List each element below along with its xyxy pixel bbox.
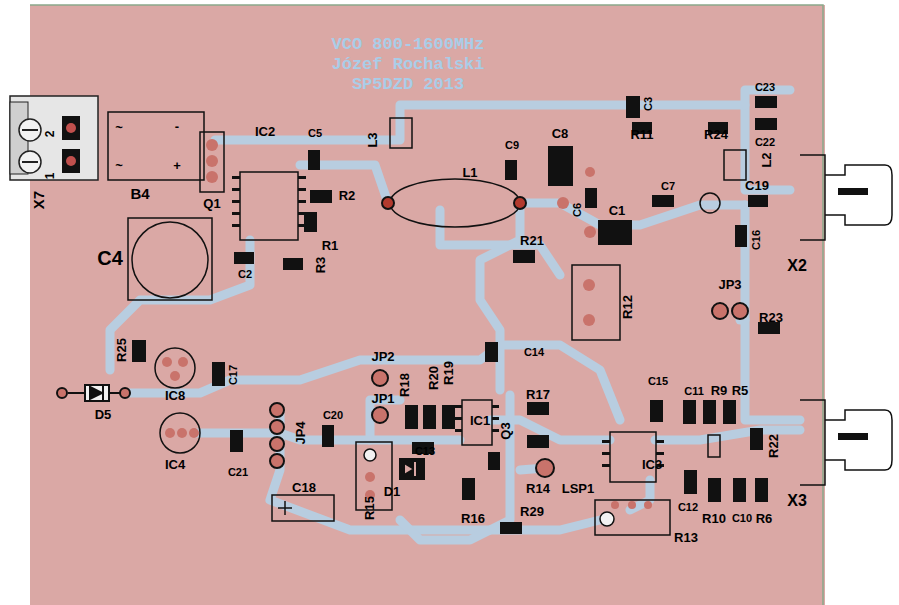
part-designator: X2 — [787, 258, 807, 274]
part-designator: R6 — [756, 512, 773, 525]
through-hole-pads — [57, 139, 748, 526]
part-designator: Q1 — [203, 197, 220, 210]
part-designator: C8 — [552, 127, 569, 140]
part-designator: D5 — [95, 408, 112, 421]
terminal-block-x7 — [10, 96, 98, 180]
smd-pads — [132, 96, 868, 534]
part-designator: R29 — [520, 505, 544, 518]
part-designator: R16 — [461, 512, 485, 525]
part-designator: C15 — [648, 376, 668, 387]
part-designator: C11 — [684, 386, 704, 397]
part-designator: JP1 — [371, 392, 394, 405]
part-designator: IC8 — [165, 389, 185, 402]
part-designator: JP4 — [294, 421, 307, 444]
part-designator: R15 — [363, 496, 376, 520]
part-designator: R9 — [711, 384, 728, 397]
part-designator: R2 — [339, 189, 356, 202]
part-designator: C23 — [755, 82, 775, 93]
board-title: VCO 800-1600MHz — [331, 36, 484, 53]
part-designator: 1 — [44, 173, 56, 180]
part-designator: R17 — [526, 388, 550, 401]
part-designator: R10 — [702, 512, 726, 525]
part-designator: R21 — [520, 234, 544, 247]
part-designator: R20 — [427, 366, 440, 390]
part-designator: R5 — [732, 384, 749, 397]
part-designator: B4 — [130, 186, 149, 201]
part-designator: D1 — [384, 485, 401, 498]
part-designator: R3 — [314, 257, 327, 274]
part-designator: IC1 — [470, 414, 490, 427]
part-designator: LSP1 — [562, 482, 595, 495]
part-designator: L3 — [366, 132, 379, 147]
part-designator: C21 — [228, 467, 248, 478]
part-designator: IC4 — [165, 458, 185, 471]
part-designator: JP3 — [718, 278, 741, 291]
board-ground — [30, 5, 825, 605]
part-designator: C19 — [745, 179, 769, 192]
part-designator: C9 — [505, 140, 519, 151]
part-designator: Q3 — [499, 422, 512, 439]
part-designator: ~ — [115, 121, 123, 134]
part-designator: C13 — [415, 446, 435, 457]
part-designator: R1 — [322, 239, 339, 252]
ic-pins — [232, 176, 664, 467]
part-designator: X7 — [31, 191, 46, 209]
board-title: SP5DZD 2013 — [352, 76, 464, 93]
part-designator: C18 — [292, 481, 316, 494]
part-designator: 2 — [44, 131, 56, 138]
part-designator: R11 — [630, 128, 653, 141]
part-designator: ~ — [115, 159, 123, 172]
part-designator: R24 — [704, 128, 728, 141]
part-designator: IC2 — [255, 125, 275, 138]
part-designator: JP2 — [371, 350, 394, 363]
part-designator: C22 — [755, 137, 775, 148]
part-designator: R19 — [442, 361, 455, 385]
part-designator: R22 — [767, 434, 780, 458]
part-designator: R23 — [759, 311, 783, 324]
part-designator: C12 — [678, 502, 698, 513]
part-designator: C3 — [643, 97, 654, 111]
part-designator: IC3 — [642, 458, 662, 471]
copper-traces — [110, 90, 800, 540]
part-designator: C7 — [661, 181, 675, 192]
part-designator: - — [175, 120, 179, 133]
part-designator: C20 — [323, 410, 343, 421]
part-designator: C5 — [308, 128, 322, 139]
part-designator: C4 — [97, 248, 123, 268]
part-designator: R13 — [674, 531, 698, 544]
part-designator: R18 — [398, 373, 411, 397]
part-designator: R14 — [526, 482, 550, 495]
part-designator: L2 — [760, 152, 773, 167]
part-designator: C6 — [572, 203, 583, 217]
part-designator: C14 — [524, 347, 544, 358]
part-designator: + — [173, 159, 181, 172]
diode-symbols — [68, 385, 415, 476]
part-designator: C1 — [609, 204, 626, 217]
part-designator: X3 — [787, 493, 807, 509]
part-designator: C16 — [751, 230, 762, 250]
board-title: Józef Rochalski — [331, 56, 484, 73]
part-designator: L1 — [462, 166, 477, 179]
part-designator: R12 — [621, 295, 634, 319]
part-designator: R25 — [115, 338, 128, 362]
part-designator: C2 — [238, 269, 252, 280]
board-edge — [30, 5, 823, 605]
part-designator: C17 — [228, 365, 239, 385]
component-outlines — [108, 112, 892, 535]
part-designator: C10 — [732, 513, 752, 524]
